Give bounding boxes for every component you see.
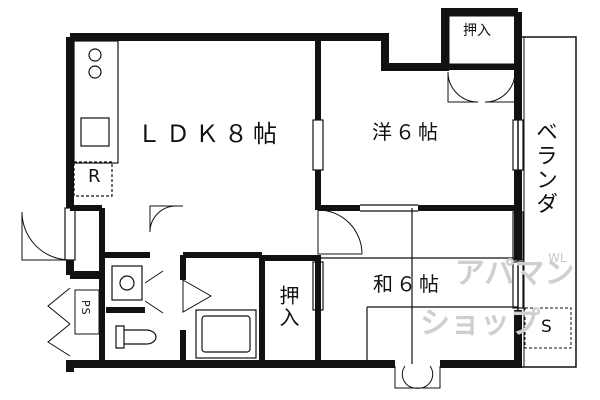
entrance-door [21, 211, 71, 261]
closet-top-label: 押入 [463, 23, 491, 39]
washbasin-icon [111, 265, 143, 301]
room-label-japanese: 和６帖 [373, 272, 442, 296]
toilet-icon [115, 325, 157, 349]
refrigerator-label: R [88, 166, 101, 187]
kitchen-counter [73, 40, 119, 164]
stove-burner-icon [88, 48, 102, 62]
door-swings [21, 71, 516, 389]
pipe-space-box [74, 289, 100, 335]
bathtub-icon [195, 309, 257, 359]
room-label-ldk: ＬＤＫ８帖 [137, 120, 282, 148]
thin-lines [64, 119, 524, 364]
closet-mid-label: 押入 [276, 285, 300, 329]
storage-box [524, 307, 572, 349]
bath-fixtures [111, 265, 257, 359]
room-label-balcony: ベランダ [532, 120, 557, 216]
storage-label: S [541, 317, 552, 337]
kitchen [73, 40, 119, 197]
pipe-space-label: PS [79, 300, 92, 316]
sink-icon [80, 117, 110, 147]
stove-burner-icon [88, 65, 102, 79]
refrigerator-box [73, 161, 113, 197]
watermark-line2: ショップ [420, 306, 540, 341]
closet-top-box [448, 15, 516, 65]
watermark-tag: WL [548, 251, 567, 265]
interior-walls [70, 37, 518, 364]
watermark-line1: アパマン [455, 256, 575, 291]
room-label-western: 洋６帖 [372, 120, 441, 144]
